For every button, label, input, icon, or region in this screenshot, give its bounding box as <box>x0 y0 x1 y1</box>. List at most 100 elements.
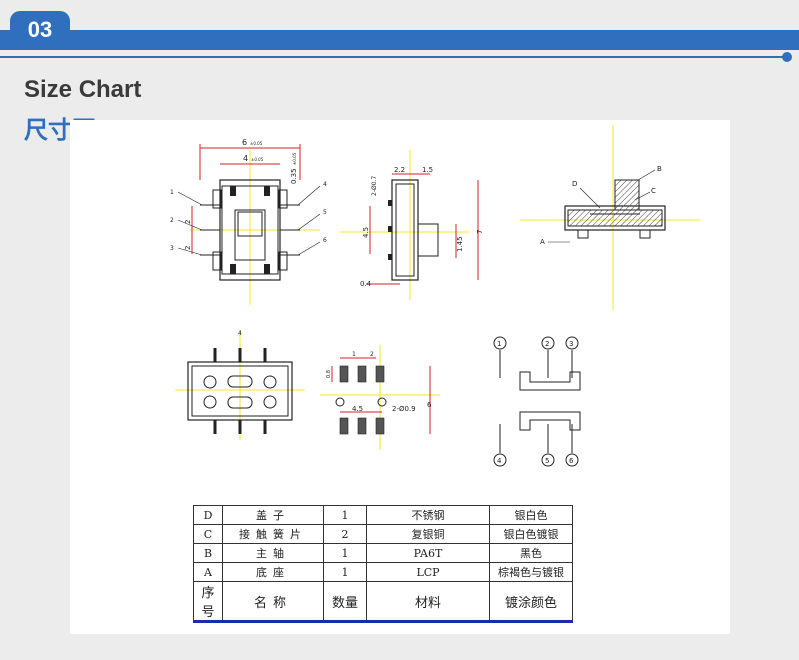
tab <box>278 251 288 271</box>
side-body-inner <box>395 183 415 277</box>
node-5: 5 <box>545 457 549 465</box>
pcb-pitch-1: 1 <box>352 351 356 358</box>
dim-pin-diameter: 2-Ø0.7 <box>371 176 378 196</box>
part-name: 主轴 <box>222 543 324 563</box>
contact-bottom <box>519 411 581 431</box>
dim-w1: 2.2 <box>394 166 405 174</box>
pad-row-top <box>339 365 385 435</box>
node-6: 6 <box>569 457 574 465</box>
header-rule-dot <box>782 52 792 62</box>
node-2: 2 <box>545 340 549 348</box>
table-row: C 接触簧片 2 复银铜 银白色镀银 <box>193 524 573 544</box>
side-handle <box>417 223 439 257</box>
dim-foot: 0.4 <box>360 280 372 288</box>
slider-window <box>234 209 266 261</box>
header-material: 材料 <box>366 581 490 623</box>
header-finish: 镀涂颜色 <box>489 581 573 623</box>
tab <box>212 189 222 209</box>
callout-5: 5 <box>323 209 327 216</box>
header-code: 序号 <box>193 581 223 623</box>
slider-knob <box>237 211 263 237</box>
dim-width: 6 <box>242 138 247 147</box>
part-name: 盖子 <box>222 505 324 525</box>
part-name: 底座 <box>222 562 324 582</box>
pcb-hole-size: 2-Ø0.9 <box>392 405 416 413</box>
node-4: 4 <box>497 457 502 465</box>
table-header-row: 序号 名称 数量 材料 镀涂颜色 <box>193 581 573 623</box>
technical-drawing: 6 ±0.05 4 ±0.05 0.35 ±0.05 2 2 1 2 3 4 5… <box>170 125 700 467</box>
dim-w2: 1.5 <box>422 166 433 174</box>
section-hatch <box>567 209 663 227</box>
pcb-height: 6 <box>427 401 432 409</box>
section-badge: 03 <box>10 11 70 49</box>
table-row: A 底座 1 LCP 棕褐色与镀银 <box>193 562 573 582</box>
part-finish: 棕褐色与镀银 <box>489 562 573 582</box>
table-row: D 盖子 1 不锈钢 银白色 <box>193 505 573 525</box>
callout-2: 2 <box>170 217 174 224</box>
dim-pitch: 0.35 <box>290 168 298 184</box>
part-qty: 1 <box>323 543 367 563</box>
section-label-b: B <box>657 165 662 173</box>
section-label-a: A <box>540 238 545 246</box>
part-name: 接触簧片 <box>222 524 324 544</box>
part-code: A <box>193 562 223 582</box>
part-qty: 1 <box>323 562 367 582</box>
node-3: 3 <box>569 340 573 348</box>
contact <box>230 186 236 196</box>
dim-pin-pitch-b: 2 <box>184 246 192 250</box>
pcb-layout: 1 2 0.8 4.5 2-Ø0.9 6 <box>320 345 440 450</box>
contact <box>264 264 270 274</box>
side-view: 2.2 1.5 2-Ø0.7 4.5 1.45 7 0.4 <box>340 150 484 300</box>
housing-inner <box>221 185 279 275</box>
part-qty: 1 <box>323 505 367 525</box>
contact <box>230 264 236 274</box>
dim-span-tol: ±0.05 <box>251 157 264 162</box>
dim-span: 4 <box>243 154 248 163</box>
tab <box>212 251 222 271</box>
header-rule <box>0 56 786 58</box>
part-finish: 银白色 <box>489 505 573 525</box>
front-view: 6 ±0.05 4 ±0.05 0.35 ±0.05 2 2 1 2 3 4 5… <box>170 138 327 305</box>
section-label-d: D <box>572 180 577 188</box>
pcb-pad-size: 0.8 <box>326 370 332 378</box>
parts-table: D 盖子 1 不锈钢 银白色 C 接触簧片 2 复银铜 银白色镀银 B 主轴 1… <box>193 505 573 623</box>
schematic: 1 2 3 4 5 6 <box>493 336 581 467</box>
tab <box>278 189 288 209</box>
part-finish: 黑色 <box>489 543 573 563</box>
pcb-gap: 4.5 <box>352 405 363 413</box>
header-band <box>0 30 799 50</box>
dim-body-height: 4.5 <box>362 227 370 238</box>
header-qty: 数量 <box>323 581 367 623</box>
dim-width-tol: ±0.05 <box>250 141 263 146</box>
contact-top <box>519 371 581 391</box>
part-code: B <box>193 543 223 563</box>
callout-4: 4 <box>323 181 327 188</box>
dim-pitch-tol: ±0.05 <box>292 152 297 165</box>
dim-handle-height: 1.45 <box>456 236 464 252</box>
part-material: 不锈钢 <box>366 505 490 525</box>
section-actuator <box>614 179 640 211</box>
part-material: PA6T <box>366 543 490 563</box>
table-row: B 主轴 1 PA6T 黑色 <box>193 543 573 563</box>
drawing-sheet: 6 ±0.05 4 ±0.05 0.35 ±0.05 2 2 1 2 3 4 5… <box>70 120 730 634</box>
part-code: D <box>193 505 223 525</box>
part-finish: 银白色镀银 <box>489 524 573 544</box>
callout-1: 1 <box>170 189 174 196</box>
page-title: Size Chart <box>24 76 142 103</box>
node-1: 1 <box>497 340 501 348</box>
part-code: C <box>193 524 223 544</box>
dim-total-height: 7 <box>476 230 484 234</box>
part-qty: 2 <box>323 524 367 544</box>
contact <box>264 186 270 196</box>
header-name: 名称 <box>222 581 324 623</box>
dim-pin-pitch-a: 2 <box>184 220 192 224</box>
part-material: 复银铜 <box>366 524 490 544</box>
callout-6: 6 <box>323 237 327 244</box>
top-view-label: 4 <box>238 330 242 337</box>
pcb-pitch-2: 2 <box>370 351 374 358</box>
part-material: LCP <box>366 562 490 582</box>
callout-3: 3 <box>170 245 174 252</box>
section-view: A B C D <box>520 125 700 310</box>
top-view: 4 <box>175 330 305 440</box>
section-label-c: C <box>651 187 656 195</box>
